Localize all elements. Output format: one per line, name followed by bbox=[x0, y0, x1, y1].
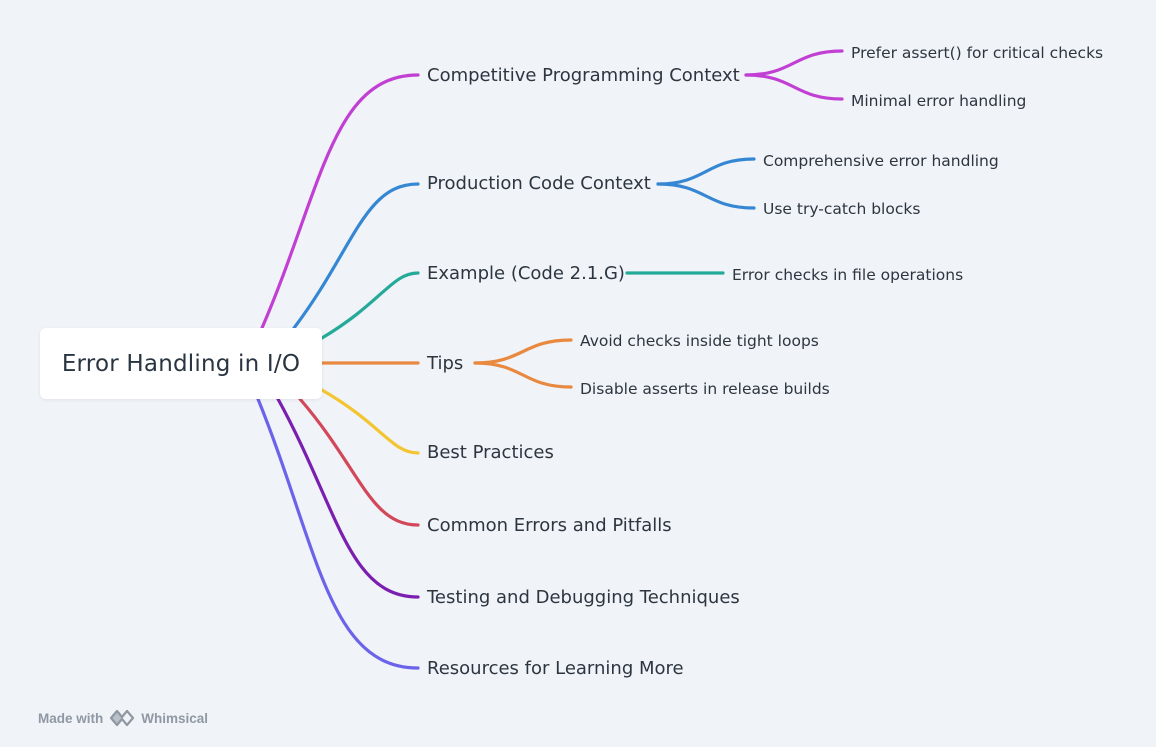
connector-leaf bbox=[656, 182, 756, 210]
leaf-label: Disable asserts in release builds bbox=[580, 380, 830, 398]
connector-root-best-practices bbox=[320, 388, 420, 455]
connector-leaf bbox=[744, 73, 844, 101]
branch-node-resources[interactable]: Resources for Learning More bbox=[427, 658, 684, 680]
leaf-label: Use try-catch blocks bbox=[763, 200, 921, 218]
leaf-label: Avoid checks inside tight loops bbox=[580, 332, 819, 350]
leaf-node[interactable]: Use try-catch blocks bbox=[763, 199, 920, 219]
branch-node-best-practices[interactable]: Best Practices bbox=[427, 442, 554, 464]
leaf-node[interactable]: Avoid checks inside tight loops bbox=[580, 331, 819, 351]
leaf-node[interactable]: Error checks in file operations bbox=[732, 265, 963, 285]
root-node-label: Error Handling in I/O bbox=[61, 350, 301, 377]
branch-node-production-code[interactable]: Production Code Context bbox=[427, 173, 651, 195]
leaf-label: Minimal error handling bbox=[851, 92, 1027, 110]
branch-node-example[interactable]: Example (Code 2.1.G) bbox=[427, 263, 625, 285]
connector-leaf bbox=[473, 361, 573, 389]
root-node[interactable]: Error Handling in I/O bbox=[40, 328, 322, 399]
branch-label: Example (Code 2.1.G) bbox=[427, 263, 625, 284]
made-with-whimsical-badge[interactable]: Made with Whimsical bbox=[38, 707, 208, 729]
leaf-node[interactable]: Comprehensive error handling bbox=[763, 151, 999, 171]
branch-label: Tips bbox=[427, 353, 464, 374]
branch-label: Resources for Learning More bbox=[427, 658, 684, 679]
branch-label: Best Practices bbox=[427, 442, 554, 463]
leaf-node[interactable]: Prefer assert() for critical checks bbox=[851, 43, 1103, 63]
connector-root-example bbox=[320, 271, 420, 340]
connector-root-common-errors bbox=[298, 397, 420, 527]
branch-node-testing-debugging[interactable]: Testing and Debugging Techniques bbox=[427, 587, 740, 609]
leaf-label: Comprehensive error handling bbox=[763, 152, 999, 170]
connector-leaf bbox=[656, 157, 756, 186]
leaf-node[interactable]: Disable asserts in release builds bbox=[580, 379, 830, 399]
leaf-label: Error checks in file operations bbox=[732, 266, 964, 284]
connector-leaf bbox=[473, 338, 573, 365]
connector-leaf bbox=[744, 49, 844, 77]
branch-label: Testing and Debugging Techniques bbox=[427, 587, 740, 608]
leaf-label: Prefer assert() for critical checks bbox=[851, 44, 1104, 62]
connector-root-resources bbox=[256, 397, 420, 670]
branch-node-competitive-programming[interactable]: Competitive Programming Context bbox=[427, 65, 740, 87]
whimsical-brand-label: Whimsical bbox=[141, 710, 209, 726]
branch-label: Common Errors and Pitfalls bbox=[427, 515, 672, 536]
connector-root-testing bbox=[276, 397, 420, 599]
branch-label: Production Code Context bbox=[427, 173, 651, 194]
connector-root-production bbox=[292, 182, 420, 330]
branch-node-tips[interactable]: Tips bbox=[427, 353, 463, 375]
leaf-node[interactable]: Minimal error handling bbox=[851, 91, 1026, 111]
whimsical-logo-icon bbox=[108, 709, 136, 727]
made-with-label: Made with bbox=[38, 710, 104, 726]
branch-label: Competitive Programming Context bbox=[427, 65, 740, 86]
branch-node-common-errors[interactable]: Common Errors and Pitfalls bbox=[427, 515, 672, 537]
connector-root-competitive bbox=[260, 73, 420, 330]
